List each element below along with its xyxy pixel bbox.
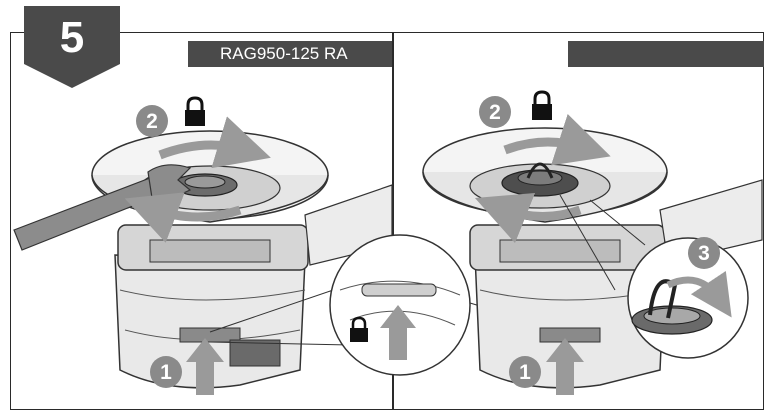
lock-icon — [532, 90, 552, 120]
svg-text:2: 2 — [489, 101, 501, 124]
svg-text:1: 1 — [519, 361, 531, 384]
rotation-arrow-icon — [158, 116, 271, 169]
callout-1-right: 1 — [509, 356, 541, 388]
diagram-frame — [10, 32, 764, 410]
callout-3-right: 3 — [688, 237, 720, 269]
step-badge-icon — [24, 6, 120, 88]
callout-1-left: 1 — [150, 356, 182, 388]
svg-text:2: 2 — [146, 110, 158, 133]
rotation-arrow-icon — [503, 113, 611, 166]
up-arrow-icon — [546, 338, 584, 395]
panel-left-title-bar: RAG950-125 RA — [188, 41, 392, 67]
svg-text:1: 1 — [160, 361, 172, 384]
panel-divider — [392, 32, 394, 410]
svg-text:3: 3 — [698, 242, 710, 265]
callout-2-left: 2 — [136, 105, 168, 137]
magnifier-circle — [209, 234, 561, 376]
lock-icon — [185, 96, 205, 126]
panel-right-title-bar — [568, 41, 764, 67]
rotation-arrow-icon — [124, 192, 242, 243]
detail-circle-right — [559, 194, 749, 359]
step-number: 5 — [59, 13, 85, 62]
panel-left-title: RAG950-125 RA — [220, 44, 348, 63]
up-arrow-icon — [186, 338, 224, 395]
rotation-arrow-icon — [474, 192, 582, 244]
callout-2-right: 2 — [479, 96, 511, 128]
